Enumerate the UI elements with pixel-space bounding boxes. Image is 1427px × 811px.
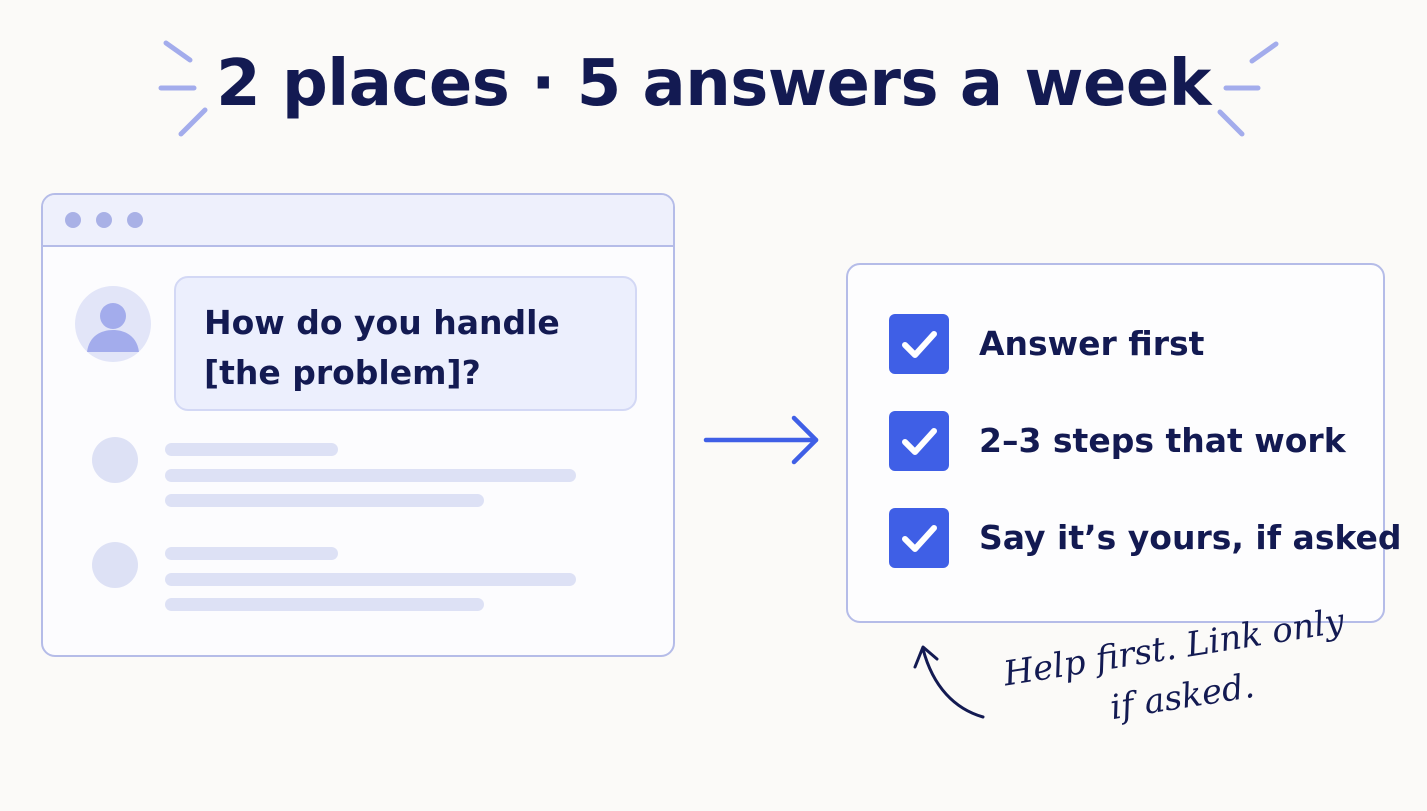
placeholder-line: [165, 469, 576, 482]
curved-arrow-icon: [913, 645, 985, 719]
browser-title-bar: [43, 195, 673, 247]
checklist-label: 2–3 steps that work: [979, 421, 1346, 460]
question-bubble: How do you handle [the problem]?: [174, 276, 637, 411]
checkmark-icon: [902, 525, 937, 552]
placeholder-line: [165, 443, 338, 456]
checkbox[interactable]: [889, 411, 949, 471]
placeholder-line: [165, 598, 484, 611]
placeholder-avatar: [92, 437, 138, 483]
spark-lines-icon: [158, 40, 208, 137]
placeholder-line: [165, 494, 484, 507]
browser-window: How do you handle [the problem]?: [41, 193, 675, 657]
checkmark-icon: [902, 331, 937, 358]
checklist-card: Answer first 2–3 steps that work Say it’…: [846, 263, 1402, 623]
placeholder-line: [165, 573, 576, 586]
checklist-label: Answer first: [979, 324, 1205, 363]
window-dot: [65, 212, 81, 228]
placeholder-line: [165, 547, 338, 560]
checklist-label: Say it’s yours, if asked: [979, 518, 1402, 557]
checkbox[interactable]: [889, 314, 949, 374]
question-text: How do you handle [the problem]?: [204, 303, 560, 392]
window-dot: [96, 212, 112, 228]
placeholder-avatar: [92, 542, 138, 588]
window-dot: [127, 212, 143, 228]
spark-lines-icon: [1217, 41, 1279, 137]
checklist-item: Say it’s yours, if asked: [889, 508, 1402, 568]
user-avatar-icon: [75, 286, 151, 362]
arrow-right-icon: [703, 415, 819, 465]
checklist-item: 2–3 steps that work: [889, 411, 1379, 471]
page-title: 2 places · 5 answers a week: [216, 47, 1211, 121]
checklist-item: Answer first: [889, 314, 1379, 374]
checkbox[interactable]: [889, 508, 949, 568]
checkmark-icon: [902, 428, 937, 455]
